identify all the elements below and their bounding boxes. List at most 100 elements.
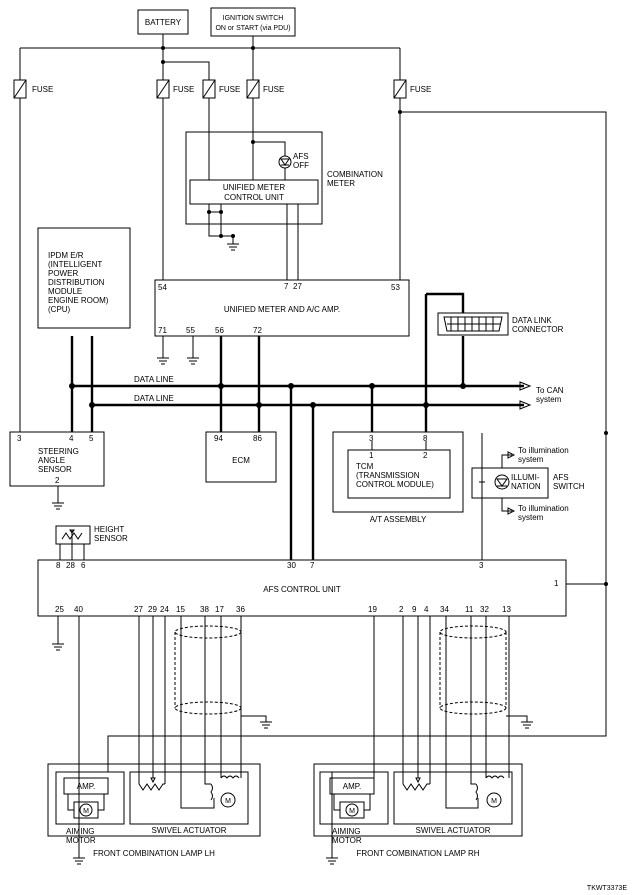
svg-text:SWITCH: SWITCH — [553, 482, 585, 491]
svg-text:FUSE: FUSE — [173, 85, 194, 94]
svg-text:AIMING: AIMING — [66, 827, 94, 836]
svg-text:2: 2 — [423, 451, 428, 460]
svg-text:CONNECTOR: CONNECTOR — [512, 325, 564, 334]
combination-meter: COMBINATION METER UNIFIED METER CONTROL … — [185, 131, 383, 225]
svg-text:To CAN: To CAN — [536, 386, 564, 395]
fuse-3: FUSE — [202, 79, 240, 99]
afs-switch: ILLUMI- NATION AFS SWITCH To illuminatio… — [471, 433, 585, 560]
fuse-2: FUSE — [156, 79, 194, 99]
svg-text:DATA LINE: DATA LINE — [134, 394, 174, 403]
svg-text:(CPU): (CPU) — [48, 305, 71, 314]
svg-text:ECM: ECM — [232, 456, 250, 465]
unified-meter-ac-amp: UNIFIED METER AND A/C AMP. 54 53 71 55 5… — [154, 279, 410, 337]
front-combination-lamp-rh: FRONT COMBINATION LAMP RH AMP. M AIMING … — [313, 763, 523, 858]
svg-text:19: 19 — [368, 605, 377, 614]
svg-text:UNIFIED METER AND A/C AMP.: UNIFIED METER AND A/C AMP. — [224, 305, 340, 314]
svg-text:system: system — [518, 513, 544, 522]
svg-text:DISTRIBUTION: DISTRIBUTION — [48, 278, 105, 287]
svg-text:OFF: OFF — [293, 161, 309, 170]
svg-text:5: 5 — [89, 434, 94, 443]
svg-text:MOTOR: MOTOR — [66, 836, 96, 845]
svg-text:DATA LINK: DATA LINK — [512, 316, 552, 325]
svg-text:HEIGHT: HEIGHT — [94, 525, 124, 534]
svg-text:MOTOR: MOTOR — [332, 836, 362, 845]
svg-text:AMP.: AMP. — [343, 782, 362, 791]
svg-text:AFS: AFS — [553, 473, 569, 482]
svg-text:30: 30 — [287, 561, 296, 570]
svg-text:(INTELLIGENT: (INTELLIGENT — [48, 260, 102, 269]
svg-text:AMP.: AMP. — [77, 782, 96, 791]
svg-text:METER: METER — [327, 179, 355, 188]
svg-text:UNIFIED METER: UNIFIED METER — [223, 183, 285, 192]
svg-text:3: 3 — [17, 434, 22, 443]
svg-text:FRONT COMBINATION LAMP LH: FRONT COMBINATION LAMP LH — [93, 849, 215, 858]
svg-text:(TRANSMISSION: (TRANSMISSION — [356, 471, 420, 480]
at-assembly: 3 8 1 2 TCM (TRANSMISSION CONTROL MODULE… — [332, 431, 464, 524]
svg-text:54: 54 — [158, 283, 167, 292]
drawing-code: TKWT3373E — [587, 885, 627, 892]
svg-text:To illumination: To illumination — [518, 504, 569, 513]
svg-text:DATA LINE: DATA LINE — [134, 375, 174, 384]
svg-text:CONTROL UNIT: CONTROL UNIT — [224, 193, 284, 202]
svg-text:55: 55 — [186, 326, 195, 335]
fuse-5: FUSE — [393, 79, 431, 99]
svg-text:M: M — [491, 798, 497, 805]
svg-text:POWER: POWER — [48, 269, 78, 278]
svg-text:AFS: AFS — [293, 152, 309, 161]
svg-text:6: 6 — [81, 561, 86, 570]
svg-text:ON or START (via PDU): ON or START (via PDU) — [215, 25, 290, 32]
svg-text:2: 2 — [55, 476, 60, 485]
svg-text:27: 27 — [134, 605, 143, 614]
front-combination-lamp-lh: FRONT COMBINATION LAMP LH AMP. M AIMING … — [47, 763, 261, 858]
svg-text:To illumination: To illumination — [518, 446, 569, 455]
svg-text:A/T ASSEMBLY: A/T ASSEMBLY — [370, 515, 427, 524]
svg-text:SWIVEL ACTUATOR: SWIVEL ACTUATOR — [416, 826, 491, 835]
svg-text:9: 9 — [412, 605, 417, 614]
svg-text:7: 7 — [284, 282, 289, 291]
svg-text:4: 4 — [424, 605, 429, 614]
height-sensor: HEIGHT SENSOR — [55, 525, 128, 545]
svg-text:NATION: NATION — [511, 482, 541, 491]
svg-text:SENSOR: SENSOR — [94, 534, 128, 543]
shield-rh — [439, 625, 533, 729]
svg-text:13: 13 — [502, 605, 511, 614]
afs-off-indicator-icon: AFS OFF — [278, 152, 309, 170]
svg-text:7: 7 — [310, 561, 315, 570]
svg-text:M: M — [349, 808, 355, 815]
svg-text:TCM: TCM — [356, 462, 374, 471]
svg-text:AIMING: AIMING — [332, 827, 360, 836]
afs-control-unit: AFS CONTROL UNIT 30 7 3 1 — [37, 559, 567, 617]
svg-text:8: 8 — [56, 561, 61, 570]
svg-text:FRONT COMBINATION LAMP RH: FRONT COMBINATION LAMP RH — [356, 849, 479, 858]
svg-text:28: 28 — [66, 561, 75, 570]
svg-text:M: M — [83, 808, 89, 815]
data-link-connector: DATA LINK CONNECTOR — [437, 312, 564, 336]
svg-text:SENSOR: SENSOR — [38, 465, 72, 474]
svg-text:36: 36 — [236, 605, 245, 614]
steering-angle-sensor: 3 4 5 STEERING ANGLE SENSOR 2 — [9, 431, 105, 487]
svg-text:27: 27 — [293, 282, 302, 291]
battery: BATTERY — [137, 9, 189, 35]
svg-text:ENGINE ROOM): ENGINE ROOM) — [48, 296, 109, 305]
svg-text:72: 72 — [253, 326, 262, 335]
svg-text:32: 32 — [480, 605, 489, 614]
svg-text:FUSE: FUSE — [32, 85, 53, 94]
fuse-1: FUSE — [13, 79, 53, 99]
svg-text:25: 25 — [55, 605, 64, 614]
ipdm-er: IPDM E/R (INTELLIGENT POWER DISTRIBUTION… — [37, 227, 131, 329]
svg-text:86: 86 — [253, 434, 262, 443]
svg-text:ANGLE: ANGLE — [38, 456, 65, 465]
svg-text:2: 2 — [399, 605, 404, 614]
svg-text:FUSE: FUSE — [219, 85, 240, 94]
svg-text:ILLUMI-: ILLUMI- — [511, 473, 540, 482]
svg-text:4: 4 — [69, 434, 74, 443]
svg-text:24: 24 — [160, 605, 169, 614]
fuse-4: FUSE — [246, 79, 284, 99]
svg-text:IPDM E/R: IPDM E/R — [48, 251, 84, 260]
svg-text:SWIVEL ACTUATOR: SWIVEL ACTUATOR — [152, 826, 227, 835]
svg-text:56: 56 — [215, 326, 224, 335]
svg-text:94: 94 — [214, 434, 223, 443]
svg-text:M: M — [225, 798, 231, 805]
svg-text:34: 34 — [440, 605, 449, 614]
